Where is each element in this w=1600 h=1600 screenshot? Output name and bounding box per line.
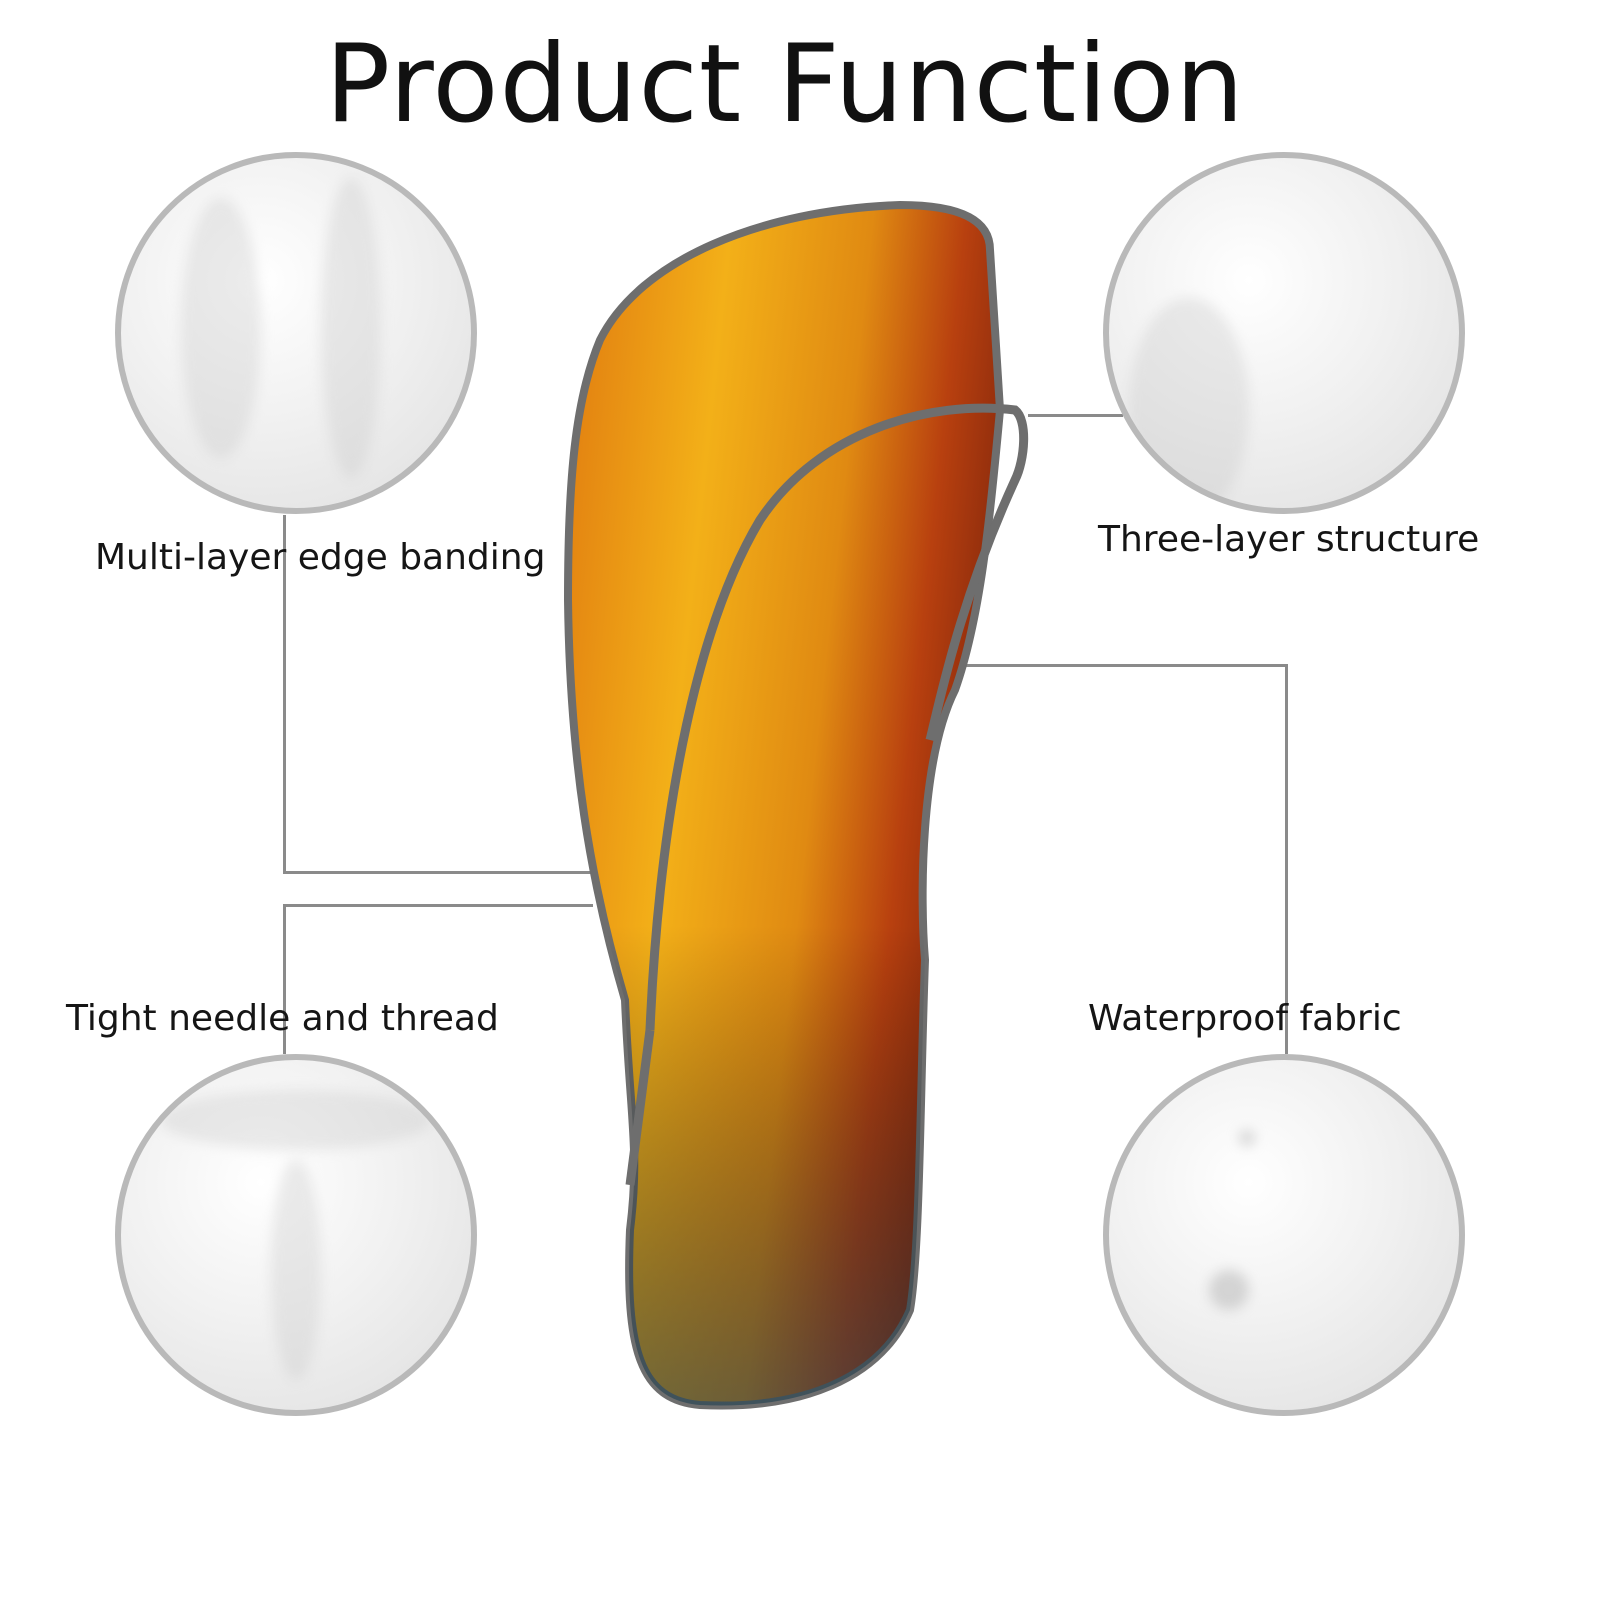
detail-circle-three-layer: [1103, 152, 1465, 514]
connector-line: [283, 515, 286, 873]
feature-label-edge-banding: Multi-layer edge banding: [95, 537, 546, 578]
connector-line: [283, 904, 286, 1054]
feature-label-three-layer: Three-layer structure: [1098, 519, 1480, 560]
page-title: Product Function: [325, 22, 1245, 147]
connector-line: [1028, 414, 1123, 417]
connector-line: [1285, 664, 1288, 1054]
detail-circle-waterproof: [1103, 1054, 1465, 1416]
feature-label-needle-thread: Tight needle and thread: [66, 998, 499, 1039]
detail-circle-edge-banding: [115, 152, 477, 514]
connector-line: [283, 871, 591, 874]
feature-label-waterproof: Waterproof fabric: [1088, 998, 1402, 1039]
connector-line: [283, 904, 593, 907]
connector-line: [900, 664, 1288, 667]
detail-circle-needle-thread: [115, 1054, 477, 1416]
